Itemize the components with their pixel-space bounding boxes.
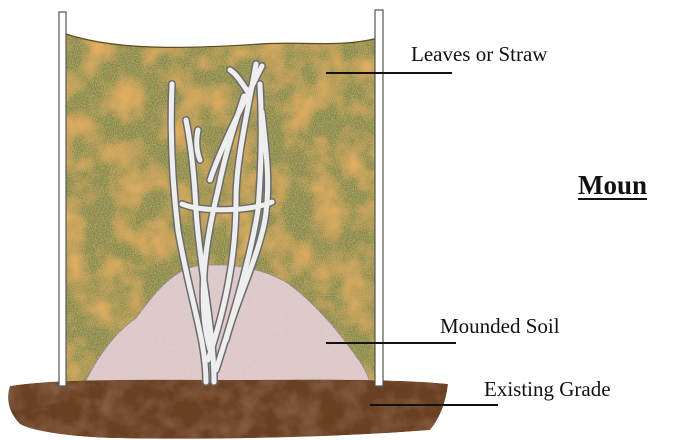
label-mounded-soil: Mounded Soil [440, 316, 560, 337]
diagram-title: Moun [578, 172, 647, 199]
collar-right-wall [375, 10, 383, 386]
existing-grade [8, 380, 448, 439]
label-leaves-or-straw: Leaves or Straw [411, 44, 547, 65]
label-existing-grade: Existing Grade [484, 379, 611, 400]
collar-left-wall [59, 12, 66, 386]
